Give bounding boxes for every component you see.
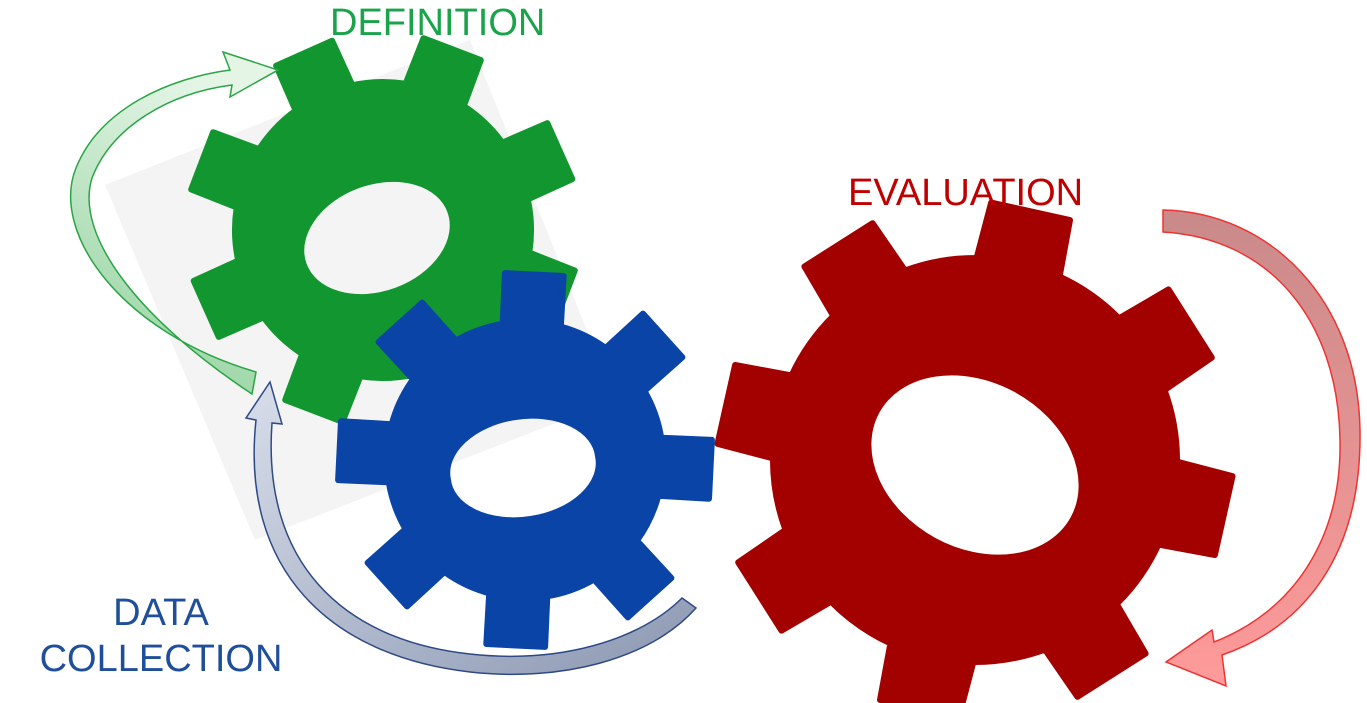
data-collection-label-line2: COLLECTION — [39, 638, 283, 680]
blue-gear-icon — [335, 270, 715, 650]
gear-blue-shape — [335, 270, 715, 650]
green-cycle-arrow-icon — [69, 50, 280, 396]
gear-red-shape — [714, 199, 1236, 703]
definition-label: DEFINITION — [330, 2, 546, 44]
blue-cycle-arrow-icon — [244, 380, 698, 676]
data-collection-label-line1: DATA — [113, 592, 209, 634]
red-gear-icon — [714, 199, 1236, 703]
evaluation-label: EVALUATION — [848, 172, 1084, 214]
red-cycle-arrow-icon — [1162, 209, 1361, 688]
